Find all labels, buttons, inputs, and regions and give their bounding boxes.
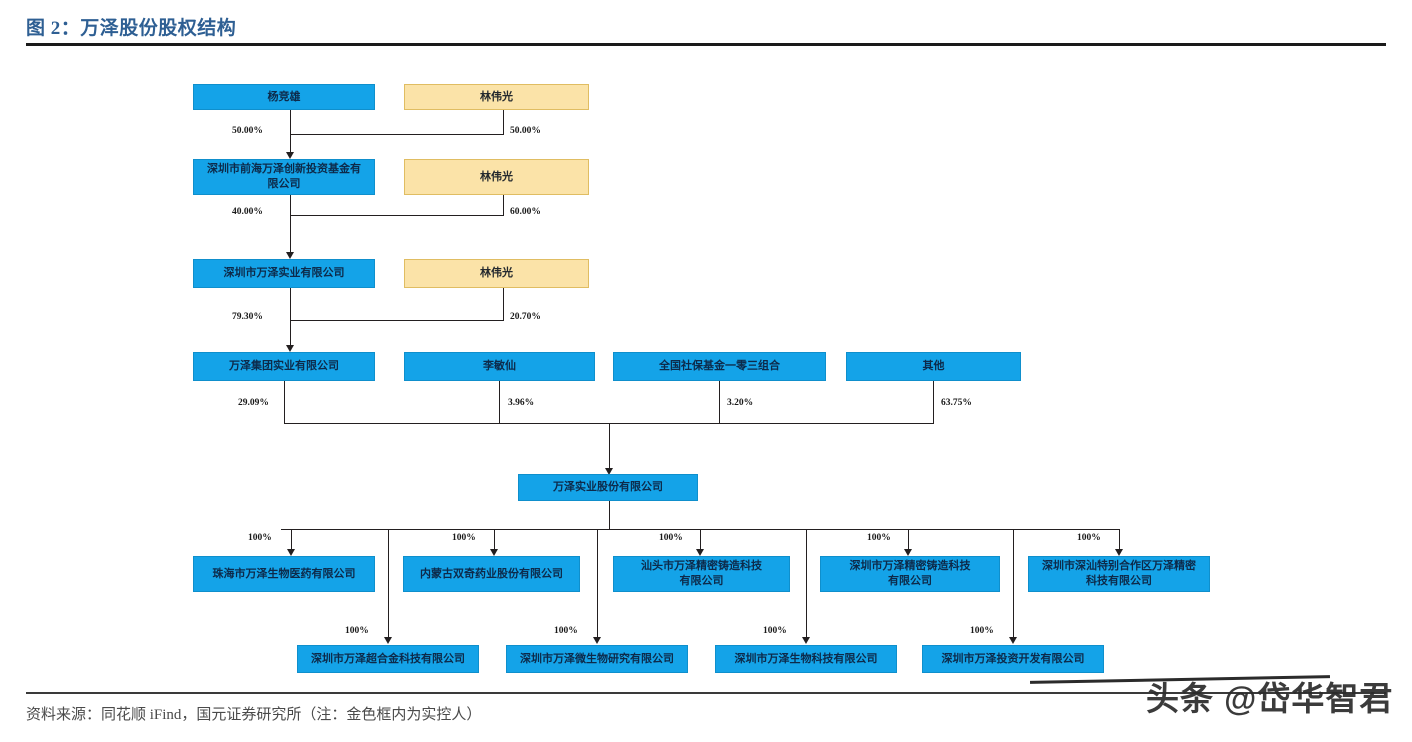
arrowhead-n18 xyxy=(593,637,601,644)
edge-drop-n7 xyxy=(290,320,291,347)
pct-n7-n11: 29.09% xyxy=(238,398,269,408)
pct-n11-n18: 100% xyxy=(554,626,578,636)
node-lin-weiguang-2[interactable]: 林伟光 xyxy=(404,159,589,195)
edge-drop-n12 xyxy=(291,529,292,551)
edge-drop-n11 xyxy=(609,423,610,470)
edge-drop-n14 xyxy=(700,529,701,551)
edge-n6-stub xyxy=(503,288,504,320)
arrowhead-n19 xyxy=(802,637,810,644)
title-divider xyxy=(26,43,1386,46)
edge-drop-n3 xyxy=(290,134,291,154)
node-shantou-wanze-precision-casting[interactable]: 汕头市万泽精密铸造科技 有限公司 xyxy=(613,556,790,592)
pct-n11-n20: 100% xyxy=(970,626,994,636)
watermark-text: 头条 @岱华智君 xyxy=(1146,680,1394,717)
edge-drop-n19 xyxy=(806,529,807,639)
edge-drop-n20 xyxy=(1013,529,1014,639)
edge-n7-stub xyxy=(284,381,285,423)
node-zhuhai-wanze-biopharma[interactable]: 珠海市万泽生物医药有限公司 xyxy=(193,556,375,592)
edge-n9-stub xyxy=(719,381,720,423)
node-wanze-investment-development[interactable]: 深圳市万泽投资开发有限公司 xyxy=(922,645,1104,673)
arrowhead-n14 xyxy=(696,549,704,556)
edge-n3-stub xyxy=(290,195,291,215)
edge-n1-stub xyxy=(290,110,291,134)
edge-n10-stub xyxy=(933,381,934,423)
pct-n11-n17: 100% xyxy=(345,626,369,636)
pct-n5-n7: 79.30% xyxy=(232,312,263,322)
node-wanze-superalloy[interactable]: 深圳市万泽超合金科技有限公司 xyxy=(297,645,479,673)
node-wanze-listed-company[interactable]: 万泽实业股份有限公司 xyxy=(518,474,698,501)
page-title: 图 2：万泽股份股权结构 xyxy=(26,18,237,39)
node-li-minxian[interactable]: 李敏仙 xyxy=(404,352,595,381)
arrowhead-n16 xyxy=(1115,549,1123,556)
pct-n11-n12: 100% xyxy=(248,533,272,543)
arrowhead-n17 xyxy=(384,637,392,644)
edge-n2-stub xyxy=(503,110,504,134)
arrowhead-n5 xyxy=(286,252,294,259)
pct-n11-n14: 100% xyxy=(659,533,683,543)
edge-n11-trunk xyxy=(609,501,610,529)
edge-n4-stub xyxy=(503,195,504,215)
node-wanze-group[interactable]: 万泽集团实业有限公司 xyxy=(193,352,375,381)
arrowhead-n13 xyxy=(490,549,498,556)
pct-n3-n5: 40.00% xyxy=(232,207,263,217)
node-lin-weiguang-1[interactable]: 林伟光 xyxy=(404,84,589,110)
pct-n11-n13: 100% xyxy=(452,533,476,543)
pct-n8-n11: 3.96% xyxy=(508,398,535,408)
node-yang-jingxiong[interactable]: 杨竞雄 xyxy=(193,84,375,110)
edge-drop-n5 xyxy=(290,215,291,254)
node-others[interactable]: 其他 xyxy=(846,352,1021,381)
pct-n11-n19: 100% xyxy=(763,626,787,636)
edge-n8-stub xyxy=(499,381,500,423)
pct-n4-n5: 60.00% xyxy=(510,207,541,217)
pct-n1-n3: 50.00% xyxy=(232,126,263,136)
footer-divider xyxy=(26,692,1386,694)
pct-n11-n16: 100% xyxy=(1077,533,1101,543)
node-wanze-microbiology[interactable]: 深圳市万泽微生物研究有限公司 xyxy=(506,645,688,673)
node-lin-weiguang-3[interactable]: 林伟光 xyxy=(404,259,589,288)
node-shenzhen-wanze-precision-casting[interactable]: 深圳市万泽精密铸造科技 有限公司 xyxy=(820,556,1000,592)
edge-drop-n13 xyxy=(494,529,495,551)
pct-n6-n7: 20.70% xyxy=(510,312,541,322)
pct-n2-n3: 50.00% xyxy=(510,126,541,136)
edge-bus-row2 xyxy=(290,215,504,216)
edge-drop-n17 xyxy=(388,529,389,639)
arrowhead-n20 xyxy=(1009,637,1017,644)
edge-bus-row3 xyxy=(290,320,504,321)
edge-drop-n18 xyxy=(597,529,598,639)
node-nssf-103[interactable]: 全国社保基金一零三组合 xyxy=(613,352,826,381)
node-wanze-biotech[interactable]: 深圳市万泽生物科技有限公司 xyxy=(715,645,897,673)
edge-drop-n16 xyxy=(1119,529,1120,551)
edge-bus-row1 xyxy=(290,134,504,135)
pct-n10-n11: 63.75% xyxy=(941,398,972,408)
arrowhead-n3 xyxy=(286,152,294,159)
node-shenzhen-wanze-industrial[interactable]: 深圳市万泽实业有限公司 xyxy=(193,259,375,288)
arrowhead-n12 xyxy=(287,549,295,556)
source-note: 资料来源：同花顺 iFind，国元证券研究所（注：金色框内为实控人） xyxy=(26,707,482,723)
pct-n11-n15: 100% xyxy=(867,533,891,543)
arrowhead-n7 xyxy=(286,345,294,352)
arrowhead-n15 xyxy=(904,549,912,556)
arrowhead-n11 xyxy=(605,468,613,475)
node-qianhai-wanze-fund[interactable]: 深圳市前海万泽创新投资基金有 限公司 xyxy=(193,159,375,195)
node-shenshan-wanze-precision[interactable]: 深圳市深汕特别合作区万泽精密 科技有限公司 xyxy=(1028,556,1210,592)
pct-n9-n11: 3.20% xyxy=(727,398,754,408)
edge-drop-n15 xyxy=(908,529,909,551)
node-neimenggu-shuangqi[interactable]: 内蒙古双奇药业股份有限公司 xyxy=(403,556,580,592)
edge-n5-stub xyxy=(290,288,291,320)
